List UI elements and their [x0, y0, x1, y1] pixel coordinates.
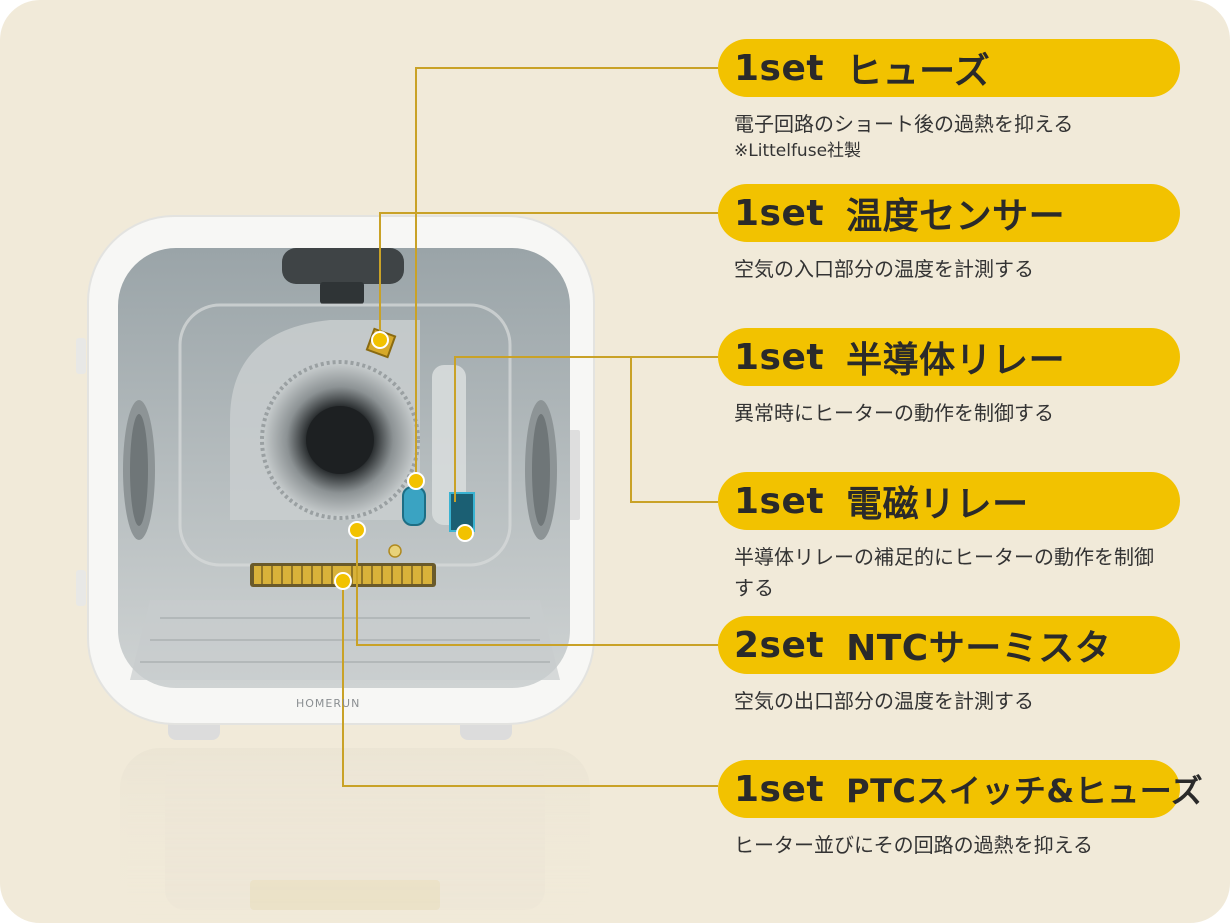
callout-name: 電磁リレー: [846, 484, 1029, 525]
callout-qty: 1set: [734, 192, 825, 234]
callout-description: 空気の入口部分の温度を計測する: [734, 257, 1034, 281]
callout-name: NTCサーミスタ: [846, 628, 1112, 669]
callout-pill: 1set 半導体リレー: [718, 328, 1180, 386]
callout-electromagnetic-relay: 1set 電磁リレー 半導体リレーの補足的にヒーターの動作を制御する: [718, 472, 1180, 604]
callout-note: ※Littelfuse社製: [734, 141, 862, 161]
callout-description: 空気の出口部分の温度を計測する: [734, 689, 1034, 713]
callout-name: 半導体リレー: [846, 340, 1066, 381]
callout-ptc-switch-fuse: 1set PTCスイッチ&ヒューズ ヒーター並びにその回路の過熱を抑える: [718, 760, 1203, 861]
callout-description: ヒーター並びにその回路の過熱を抑える: [734, 833, 1093, 857]
callout-description: 異常時にヒーターの動作を制御する: [734, 401, 1054, 425]
callout-description: 電子回路のショート後の過熱を抑える: [734, 112, 1074, 136]
callout-pill: 1set ヒューズ: [718, 39, 1180, 97]
callout-temperature-sensor: 1set 温度センサー 空気の入口部分の温度を計測する: [718, 184, 1180, 285]
callout-ntc-thermistor: 2set NTCサーミスタ 空気の出口部分の温度を計測する: [718, 616, 1180, 717]
callout-pill: 1set 電磁リレー: [718, 472, 1180, 530]
callout-name: ヒューズ: [846, 51, 991, 92]
callout-name: PTCスイッチ&ヒューズ: [846, 772, 1204, 810]
callout-qty: 2set: [734, 624, 825, 666]
callout-name: 温度センサー: [846, 196, 1066, 237]
callout-qty: 1set: [734, 768, 825, 810]
callout-semiconductor-relay: 1set 半導体リレー 異常時にヒーターの動作を制御する: [718, 328, 1180, 429]
callout-pill: 1set PTCスイッチ&ヒューズ: [718, 760, 1203, 818]
callout-pill: 1set 温度センサー: [718, 184, 1180, 242]
device-reflection: [120, 748, 590, 923]
callout-qty: 1set: [734, 336, 825, 378]
callout-description: 半導体リレーの補足的にヒーターの動作を制御する: [734, 545, 1154, 600]
brand-logo: HOMERUN: [296, 697, 361, 710]
callout-qty: 1set: [734, 47, 825, 89]
callout-fuse: 1set ヒューズ 電子回路のショート後の過熱を抑える ※Littelfuse社…: [718, 39, 1180, 162]
callout-pill: 2set NTCサーミスタ: [718, 616, 1180, 674]
callout-qty: 1set: [734, 480, 825, 522]
